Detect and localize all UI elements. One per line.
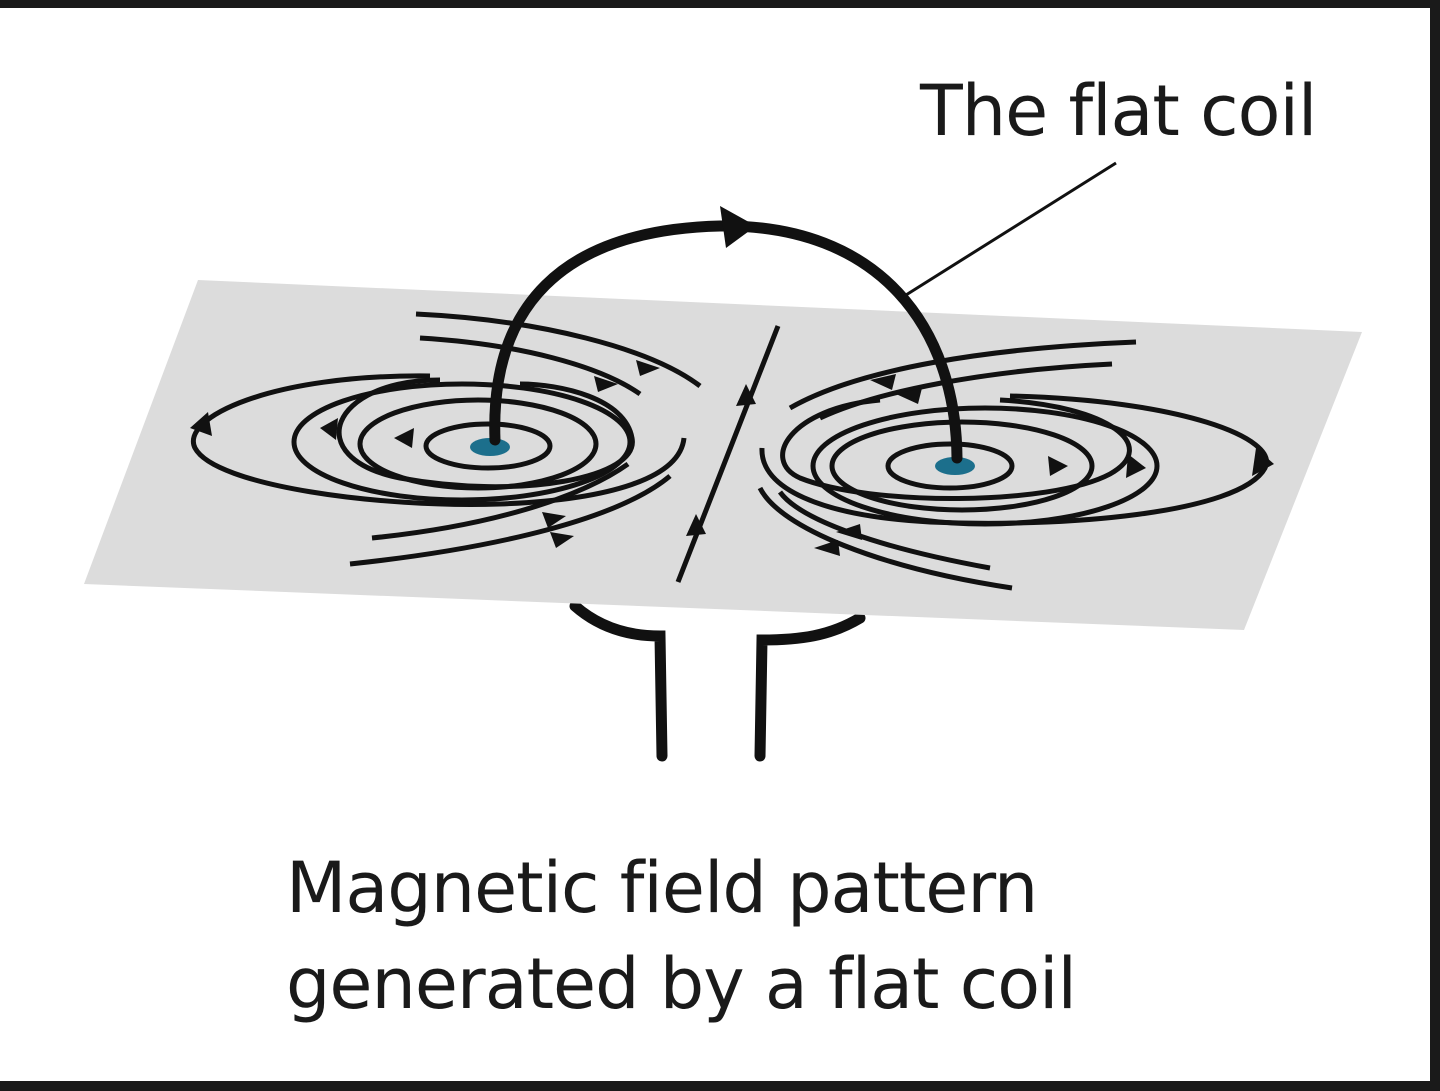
wire-hole-right xyxy=(935,457,975,475)
caption-line-1: Magnetic field pattern xyxy=(286,847,1038,929)
coil-wire-legs xyxy=(569,600,866,762)
paper-plane xyxy=(84,280,1362,630)
field-line-center xyxy=(675,325,781,583)
coil-label: The flat coil xyxy=(920,70,1317,152)
field-lines-right xyxy=(757,339,1269,591)
current-direction-arrow xyxy=(720,206,756,248)
coil-wire-arc xyxy=(489,220,963,464)
field-arrows-center xyxy=(686,384,756,536)
magnetic-field-diagram xyxy=(84,161,1362,762)
coil-label-leader xyxy=(897,161,1117,302)
diagram-caption: Magnetic field pattern generated by a fl… xyxy=(286,840,1077,1032)
wire-hole-left xyxy=(470,438,510,456)
field-lines-left xyxy=(190,311,702,567)
field-arrows-right xyxy=(814,374,1274,556)
caption-line-2: generated by a flat coil xyxy=(286,943,1077,1025)
field-arrows-left xyxy=(190,360,660,548)
